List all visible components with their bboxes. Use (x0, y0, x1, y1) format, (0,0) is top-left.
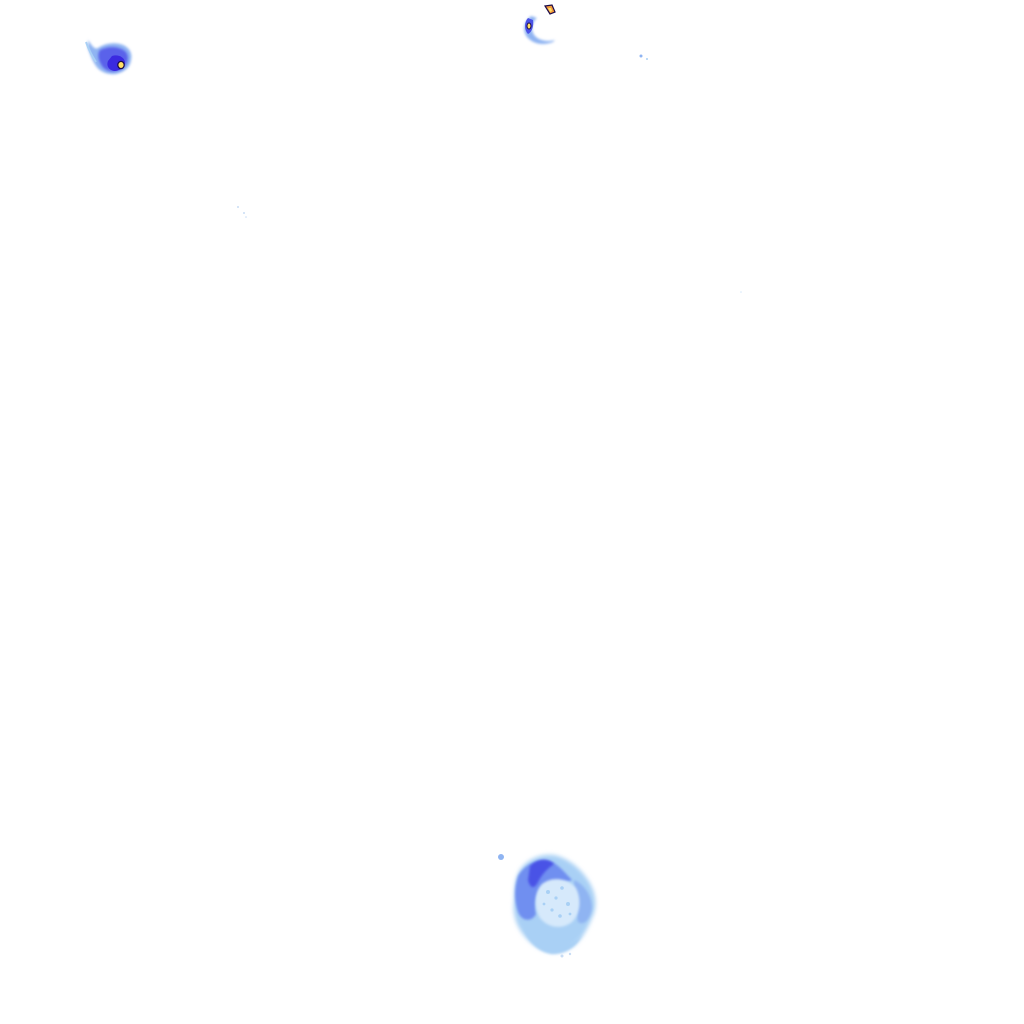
south-cell-southern-fringe (524, 926, 582, 954)
north-cell-peak (526, 22, 532, 30)
scattered-speckles (237, 54, 742, 293)
south-cell-outlier (498, 854, 504, 860)
south-cell (498, 854, 596, 958)
south-cell-east-echo (574, 880, 592, 924)
north-cell-isolated-core-center (548, 8, 552, 12)
northwest-cell (85, 40, 132, 75)
south-cell-heavy-band (528, 859, 554, 888)
south-cell-speckle-texture (542, 886, 572, 918)
north-cell (524, 4, 556, 45)
northwest-cell-wisp (85, 41, 97, 63)
northwest-cell-peak (117, 60, 125, 70)
south-cell-inner-clear (535, 879, 580, 927)
